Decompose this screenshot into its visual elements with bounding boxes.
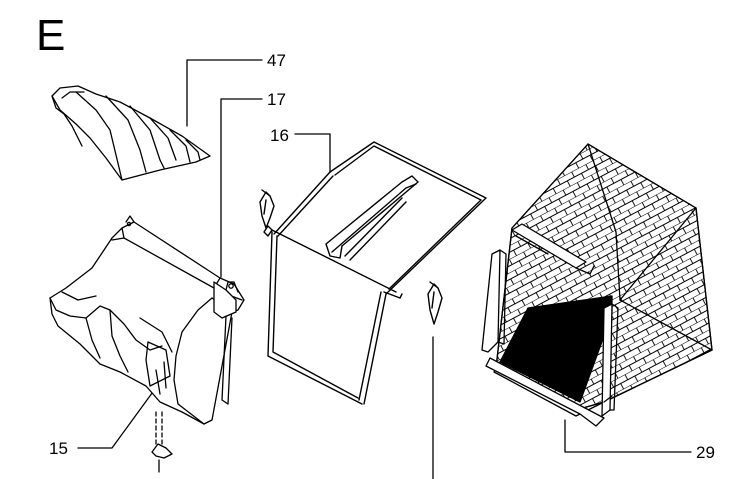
leader-line-16 [294,133,331,173]
leader-lines [77,59,692,479]
part-16-wire-frame [259,141,487,405]
leader-line-29 [564,419,692,453]
part-47-deflector-cover [51,85,211,181]
part-label-15: 15 [49,439,68,458]
part-29-grass-bag [481,143,713,427]
section-letter: E [36,11,66,60]
part-17-collector-housing [49,215,245,473]
part-label-29: 29 [696,443,715,462]
leader-line-17 [220,98,263,278]
leader-line-15 [77,388,156,449]
part-label-16: 16 [270,126,289,145]
part-label-47: 47 [267,51,286,70]
part-label-17: 17 [267,90,286,109]
leader-line-47 [186,59,263,127]
